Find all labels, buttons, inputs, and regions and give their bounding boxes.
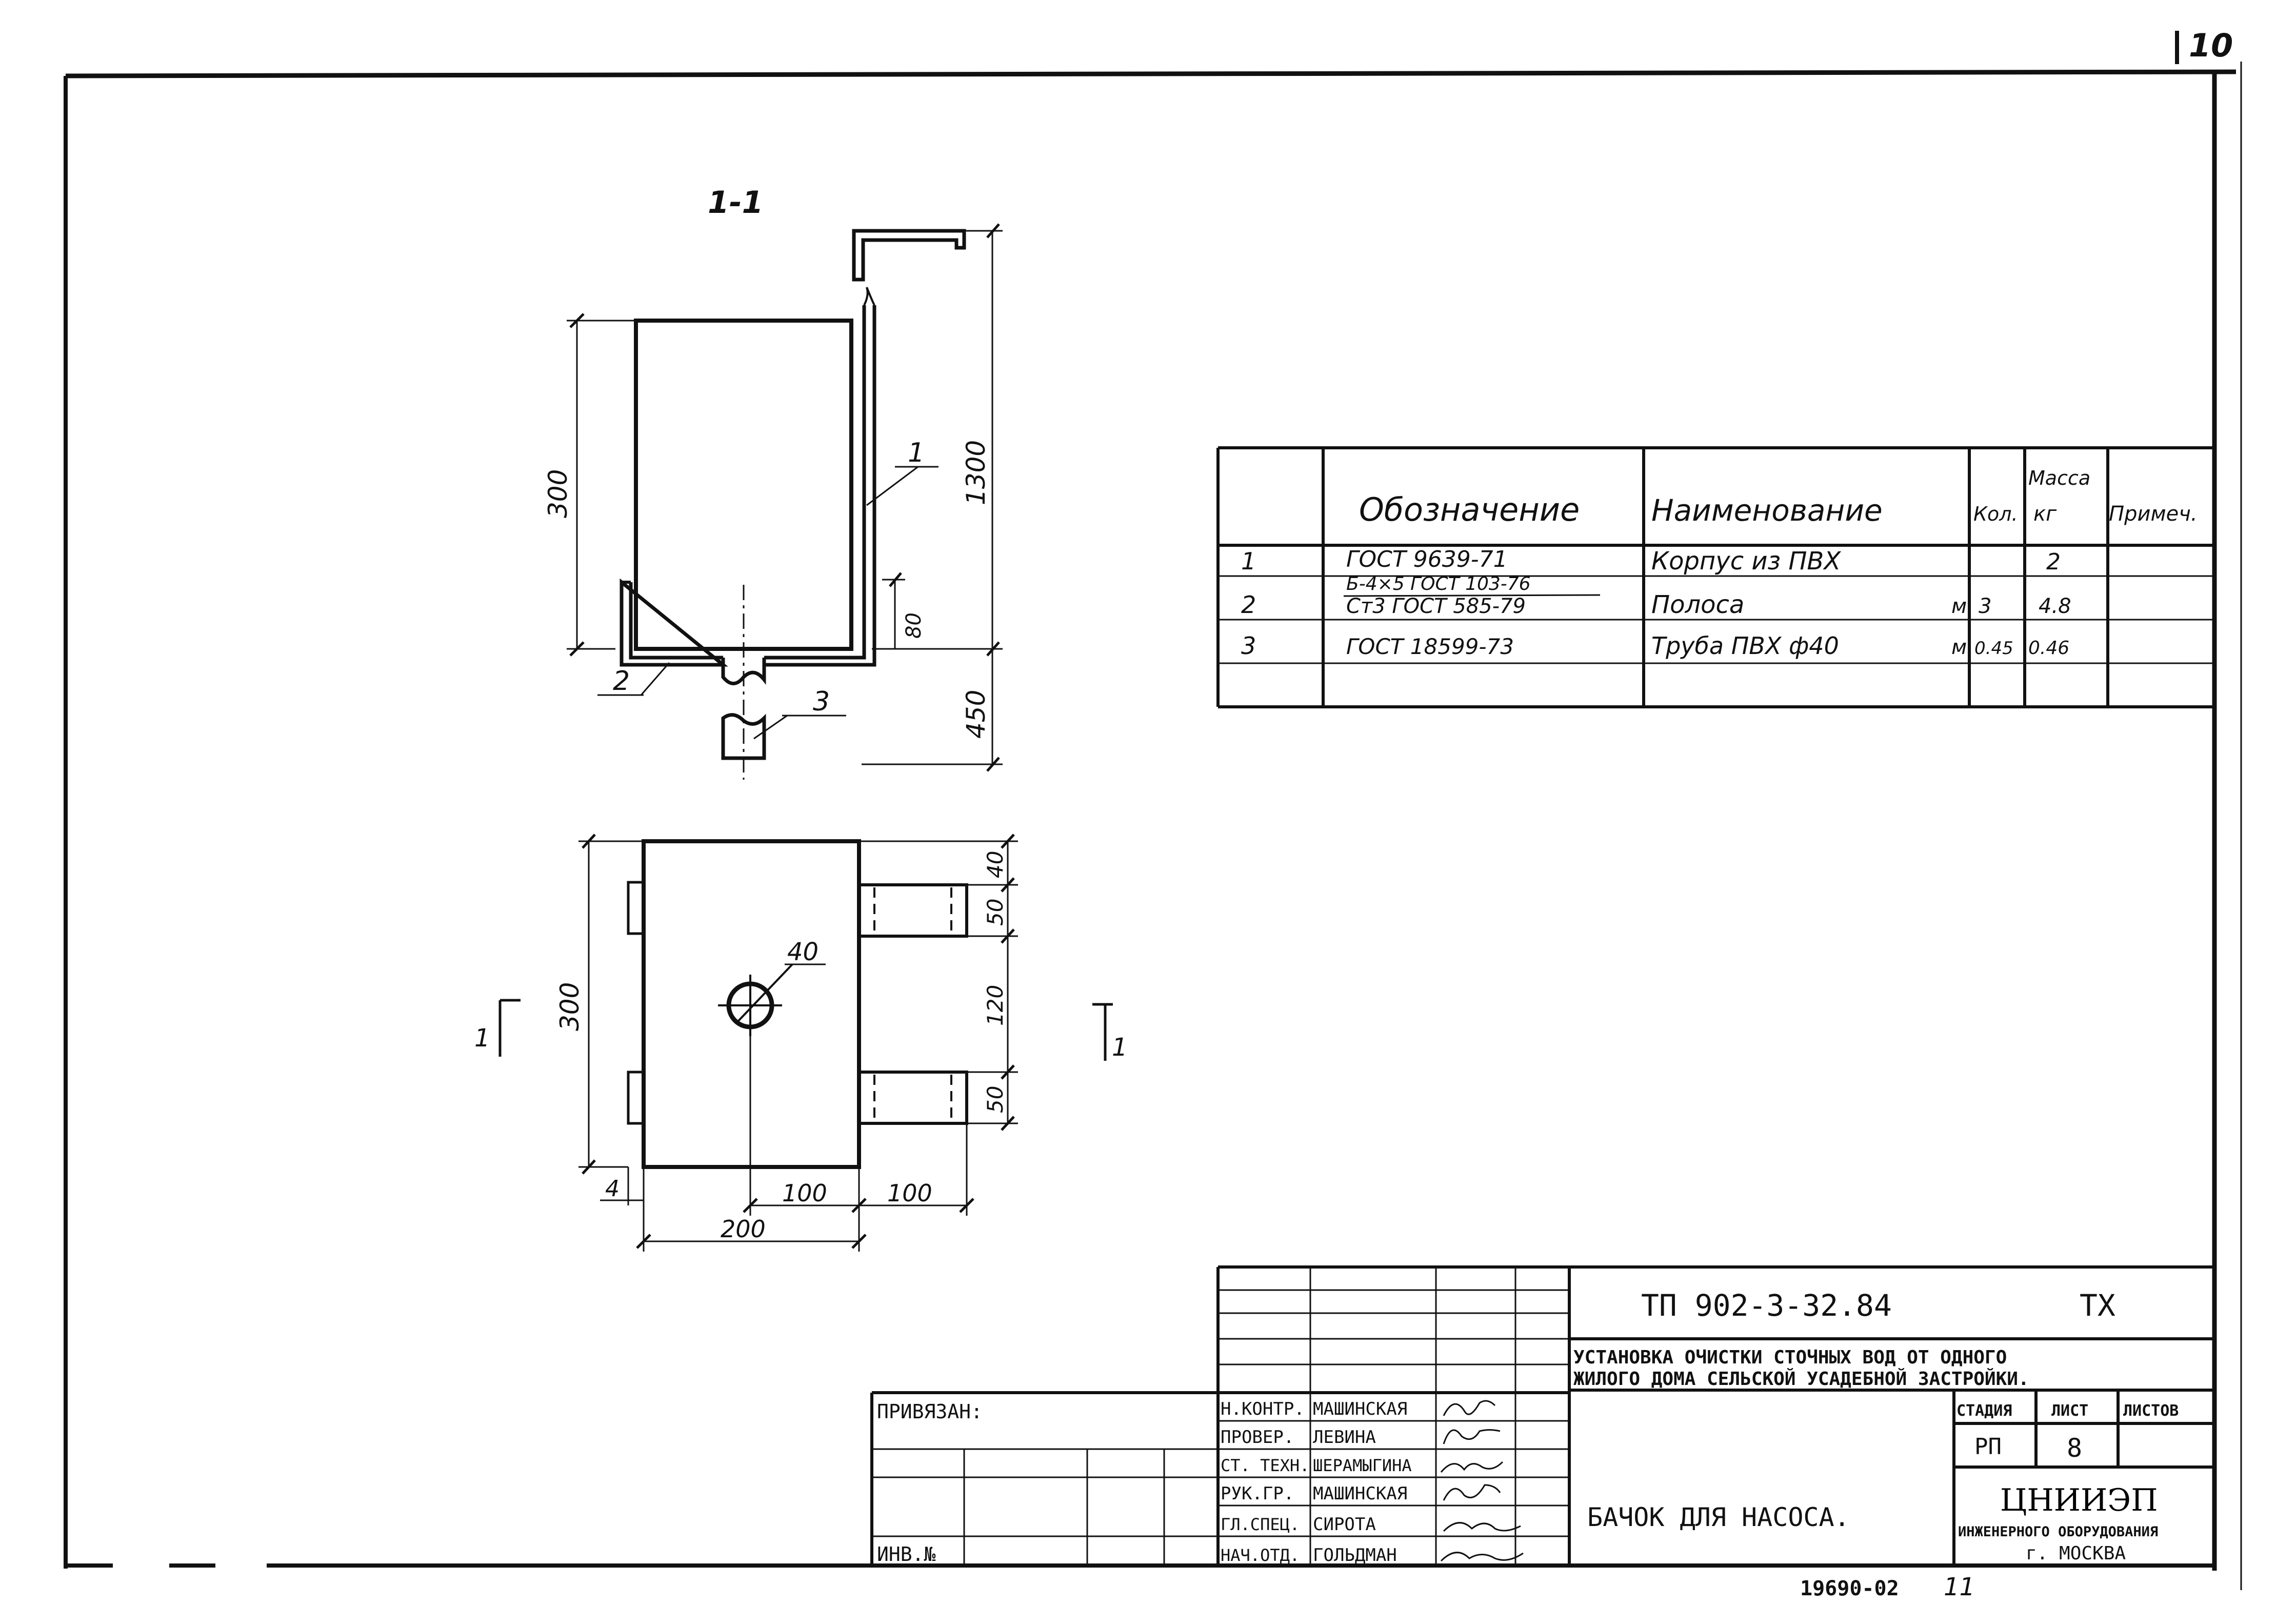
inv-label: ИНВ.№ — [877, 1543, 936, 1566]
dim-plan-100-right: 100 — [887, 1179, 932, 1207]
leader-item-3: 3 — [813, 686, 830, 717]
archive-sheet: 11 — [1944, 1573, 1975, 1601]
dim-plan-300: 300 — [555, 982, 585, 1031]
spec-header-designation: Обозначение — [1359, 491, 1580, 528]
spec-header-note: Примеч. — [2109, 502, 2198, 526]
svg-text:3: 3 — [1979, 595, 1991, 618]
spec-row-2: 2 Б-4×5 ГОСТ 103-76 Ст3 ГОСТ 585-79 Поло… — [1241, 573, 2071, 619]
dim-plan-100-left: 100 — [782, 1179, 827, 1207]
plan-view: 40 300 40 50 120 50 — [474, 834, 1128, 1252]
svg-text:ШЕРАМЫГИНА: ШЕРАМЫГИНА — [1313, 1456, 1412, 1475]
sheet-label: ЛИСТ — [2051, 1402, 2088, 1420]
svg-text:Н.КОНТР.: Н.КОНТР. — [1221, 1399, 1305, 1419]
svg-text:МАШИНСКАЯ: МАШИНСКАЯ — [1313, 1399, 1407, 1419]
svg-text:2: 2 — [1241, 591, 1256, 619]
spec-row-3: 3 ГОСТ 18599-73 Труба ПВХ ф40 м 0.45 0.4… — [1241, 632, 2069, 660]
document-mark: ТХ — [2080, 1288, 2115, 1323]
org-city: г. МОСКВА — [2026, 1543, 2126, 1564]
leader-item-1: 1 — [908, 438, 925, 468]
pipe-outlet-lower — [721, 713, 766, 760]
mount-tab-bottom — [857, 1071, 968, 1125]
section-1-1-view: 1-1 300 1300 450 80 — [543, 185, 1003, 780]
top-hook — [852, 229, 966, 282]
spec-header-qty: Кол. — [1973, 503, 2018, 525]
svg-text:Корпус из ПВХ: Корпус из ПВХ — [1651, 547, 1841, 576]
dim-plan-120: 120 — [983, 985, 1008, 1026]
section-marker-right: 1 — [1092, 1003, 1128, 1062]
spec-header-mass-bottom: кг — [2033, 502, 2057, 526]
svg-text:2: 2 — [2046, 549, 2061, 575]
svg-text:0.45: 0.45 — [1974, 638, 2013, 659]
svg-text:1: 1 — [1241, 547, 1256, 575]
dim-hole-40: 40 — [787, 938, 818, 966]
section-marker-left: 1 — [474, 999, 521, 1057]
svg-text:Труба ПВХ ф40: Труба ПВХ ф40 — [1651, 632, 1839, 660]
stage-label: СТАДИЯ — [1956, 1402, 2012, 1420]
title-block: ТП 902-3-32.84 ТХ УСТАНОВКА ОЧИСТКИ СТОЧ… — [870, 1265, 2214, 1566]
stage-value: РП — [1974, 1434, 2002, 1460]
svg-text:4.8: 4.8 — [2039, 595, 2071, 618]
document-code: ТП 902-3-32.84 — [1641, 1288, 1892, 1323]
svg-text:НАЧ.ОТД.: НАЧ.ОТД. — [1221, 1546, 1300, 1565]
svg-text:Полоса: Полоса — [1651, 590, 1744, 619]
section-label: 1-1 — [708, 185, 763, 221]
dim-section-300: 300 — [543, 469, 573, 518]
svg-text:Ст3 ГОСТ 585-79: Ст3 ГОСТ 585-79 — [1346, 595, 1526, 618]
tank-body-plan — [642, 839, 861, 1169]
dim-plan-40: 40 — [983, 851, 1008, 878]
dim-plan-50-bottom: 50 — [983, 1086, 1008, 1113]
drawing-title: БАЧОК ДЛЯ НАСОСА. — [1587, 1502, 1850, 1532]
mount-tab-top — [857, 883, 968, 938]
spec-header-name: Наименование — [1651, 493, 1883, 528]
project-title-2: ЖИЛОГО ДОМА СЕЛЬСКОЙ УСАДЕБНОЙ ЗАСТРОЙКИ… — [1573, 1368, 2029, 1390]
dim-plan-200: 200 — [721, 1215, 766, 1243]
svg-text:ГОСТ 18599-73: ГОСТ 18599-73 — [1346, 634, 1514, 659]
org-name-2: ИНЖЕНЕРНОГО ОБОРУДОВАНИЯ — [1958, 1524, 2158, 1540]
sheet-value: 8 — [2067, 1433, 2082, 1463]
handwritten-signatures — [1440, 1400, 1524, 1562]
svg-text:1: 1 — [1112, 1033, 1128, 1062]
svg-text:ЛЕВИНА: ЛЕВИНА — [1313, 1427, 1376, 1448]
spec-header-mass-top: Масса — [2028, 467, 2090, 489]
sheet-number: 10 — [2189, 27, 2233, 64]
svg-text:ГЛ.СПЕЦ.: ГЛ.СПЕЦ. — [1221, 1515, 1300, 1534]
svg-text:МАШИНСКАЯ: МАШИНСКАЯ — [1313, 1483, 1407, 1504]
svg-text:м: м — [1951, 636, 1967, 659]
archive-number: 19690-02 — [1800, 1577, 1899, 1600]
svg-text:ПРОВЕР.: ПРОВЕР. — [1221, 1427, 1294, 1448]
svg-text:Б-4×5 ГОСТ 103-76: Б-4×5 ГОСТ 103-76 — [1346, 573, 1531, 595]
org-name: ЦНИИЭП — [2000, 1482, 2158, 1518]
signature-names: МАШИНСКАЯ ЛЕВИНА ШЕРАМЫГИНА МАШИНСКАЯ СИ… — [1313, 1399, 1412, 1566]
dim-section-450: 450 — [961, 690, 991, 739]
svg-text:0.46: 0.46 — [2028, 638, 2069, 659]
svg-text:ГОСТ 9639-71: ГОСТ 9639-71 — [1346, 546, 1508, 572]
spec-table: Обозначение Наименование Кол. Масса кг П… — [1216, 446, 2214, 708]
dim-plan-50-top: 50 — [983, 899, 1008, 926]
svg-text:СИРОТА: СИРОТА — [1313, 1514, 1376, 1535]
sheet-frame — [64, 31, 2242, 1590]
dim-section-80: 80 — [902, 612, 926, 639]
spec-row-1: 1 ГОСТ 9639-71 Корпус из ПВХ 2 — [1241, 546, 2061, 576]
svg-text:ГОЛЬДМАН: ГОЛЬДМАН — [1313, 1545, 1397, 1566]
bound-label: ПРИВЯЗАН: — [877, 1400, 983, 1423]
dim-plan-4: 4 — [605, 1176, 620, 1202]
dim-section-1300: 1300 — [961, 440, 991, 505]
hanger-strip — [620, 305, 876, 667]
svg-text:СТ. ТЕХН.: СТ. ТЕХН. — [1221, 1456, 1309, 1475]
project-title: УСТАНОВКА ОЧИСТКИ СТОЧНЫХ ВОД ОТ ОДНОГО — [1573, 1347, 2007, 1368]
svg-text:3: 3 — [1241, 632, 1256, 660]
svg-text:РУК.ГР.: РУК.ГР. — [1221, 1483, 1294, 1504]
signature-roles: Н.КОНТР. ПРОВЕР. СТ. ТЕХН. РУК.ГР. ГЛ.СП… — [1221, 1399, 1309, 1565]
leader-item-2: 2 — [613, 666, 630, 697]
svg-text:м: м — [1951, 595, 1967, 618]
sheets-label: ЛИСТОВ — [2123, 1402, 2179, 1420]
svg-text:1: 1 — [474, 1024, 490, 1053]
